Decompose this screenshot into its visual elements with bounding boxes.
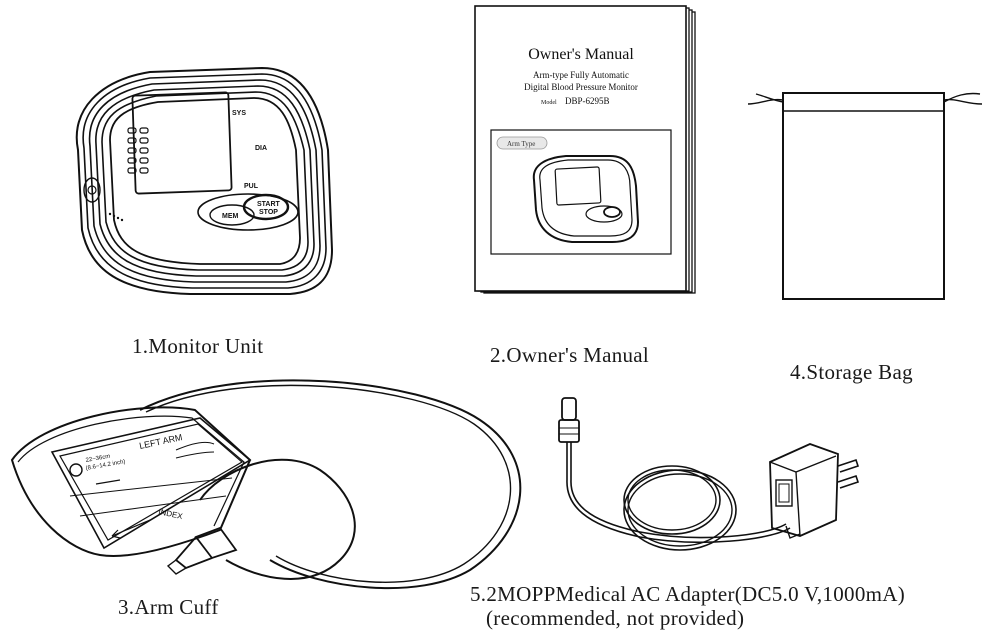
monitor-pul-label: PUL: [244, 183, 259, 190]
monitor-stop-label: STOP: [259, 209, 278, 216]
caption-arm-cuff: 3.Arm Cuff: [118, 595, 219, 619]
monitor-dia-label: DIA: [255, 145, 267, 152]
manual-subtitle-2: Digital Blood Pressure Monitor: [524, 82, 638, 92]
caption-ac-adapter-line-1: 5.2MOPPMedical AC Adapter(DC5.0 V,1000mA…: [470, 582, 906, 606]
caption-owners-manual: 2.Owner's Manual: [490, 343, 650, 367]
ac-adapter-icon: [558, 397, 860, 551]
monitor-sys-label: SYS: [232, 110, 246, 117]
caption-ac-adapter: 5.2MOPPMedical AC Adapter(DC5.0 V,1000mA…: [470, 582, 905, 630]
manual-subtitle-1: Arm-type Fully Automatic: [533, 70, 629, 80]
arm-cuff-icon: [10, 379, 522, 590]
caption-monitor-unit: 1.Monitor Unit: [132, 334, 264, 358]
cuff-index-label: INDEX: [158, 507, 184, 521]
caption-ac-adapter-line-2: (recommended, not provided): [486, 606, 745, 630]
manual-model-label: Model: [541, 100, 557, 106]
storage-bag-icon: [747, 92, 982, 300]
cuff-size-cm: 22~36cm: [85, 454, 111, 464]
manual-title: Owner's Manual: [528, 46, 634, 63]
monitor-start-label: START: [257, 201, 281, 208]
manual-arm-type-tag: Arm Type: [507, 140, 535, 148]
owners-manual-icon: [474, 5, 696, 294]
manual-model-number: DBP-6295B: [565, 96, 610, 106]
caption-storage-bag: 4.Storage Bag: [790, 360, 913, 384]
cuff-side-label: LEFT ARM: [138, 432, 183, 451]
monitor-unit-icon: [75, 66, 334, 295]
monitor-mem-label: MEM: [222, 213, 239, 220]
